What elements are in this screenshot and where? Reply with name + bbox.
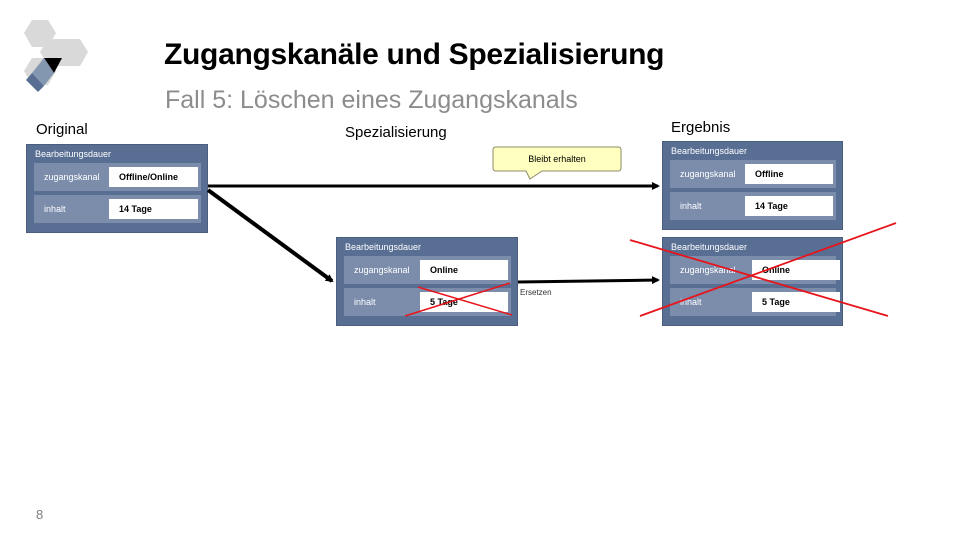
callout-text: Bleibt erhalten — [528, 154, 586, 164]
attribute-row: zugangskanal Offline/Online — [34, 163, 201, 191]
row-key: zugangskanal — [354, 265, 410, 275]
row-key: inhalt — [44, 204, 66, 214]
callout-bleibt-erhalten: Bleibt erhalten — [492, 146, 622, 180]
row-key: zugangskanal — [680, 265, 736, 275]
logo-navy-shard — [26, 73, 44, 92]
row-key: inhalt — [680, 201, 702, 211]
box-header: Bearbeitungsdauer — [35, 149, 112, 159]
row-key: inhalt — [354, 297, 376, 307]
row-value: 14 Tage — [745, 196, 833, 216]
logo-blue-shard — [32, 58, 54, 86]
original-box: Bearbeitungsdauer zugangskanal Offline/O… — [26, 144, 208, 233]
row-key: inhalt — [680, 297, 702, 307]
page-title: Zugangskanäle und Spezialisierung — [164, 38, 665, 71]
result-deleted-box: Bearbeitungsdauer zugangskanal Online in… — [662, 237, 843, 326]
row-key: zugangskanal — [44, 172, 100, 182]
row-value: Online — [752, 260, 840, 280]
attribute-row: inhalt 5 Tage — [670, 288, 840, 316]
box-header: Bearbeitungsdauer — [671, 146, 748, 156]
section-label-result: Ergebnis — [671, 119, 731, 136]
arrow-original-to-specialization — [206, 188, 334, 283]
box-header: Bearbeitungsdauer — [345, 242, 422, 252]
box-header: Bearbeitungsdauer — [671, 242, 748, 252]
attribute-row: inhalt 14 Tage — [34, 195, 201, 223]
row-value: Online — [420, 260, 508, 280]
cross-line — [417, 286, 513, 316]
callout-shape — [492, 146, 622, 180]
logo — [24, 20, 88, 92]
row-value: Offline — [745, 164, 833, 184]
page-subtitle: Fall 5: Löschen eines Zugangskanals — [165, 86, 578, 114]
row-value: 5 Tage — [752, 292, 840, 312]
attribute-row: zugangskanal Offline — [670, 160, 836, 188]
section-label-specialization: Spezialisierung — [345, 124, 447, 141]
row-key: zugangskanal — [680, 169, 736, 179]
row-value: Offline/Online — [109, 167, 198, 187]
page-number: 8 — [36, 507, 44, 522]
attribute-row: zugangskanal Online — [344, 256, 511, 284]
row-value: 14 Tage — [109, 199, 198, 219]
specialization-box: Bearbeitungsdauer zugangskanal Online in… — [336, 237, 518, 326]
arrow-label-ersetzen: Ersetzen — [520, 288, 552, 297]
result-kept-box: Bearbeitungsdauer zugangskanal Offline i… — [662, 141, 843, 230]
section-label-original: Original — [36, 121, 88, 138]
cross-line — [639, 222, 897, 317]
attribute-row: inhalt 5 Tage — [344, 288, 511, 316]
cross-line — [629, 239, 889, 317]
logo-dark-shard — [44, 58, 62, 73]
arrow-specialization-to-result — [517, 276, 660, 285]
attribute-row: inhalt 14 Tage — [670, 192, 836, 220]
